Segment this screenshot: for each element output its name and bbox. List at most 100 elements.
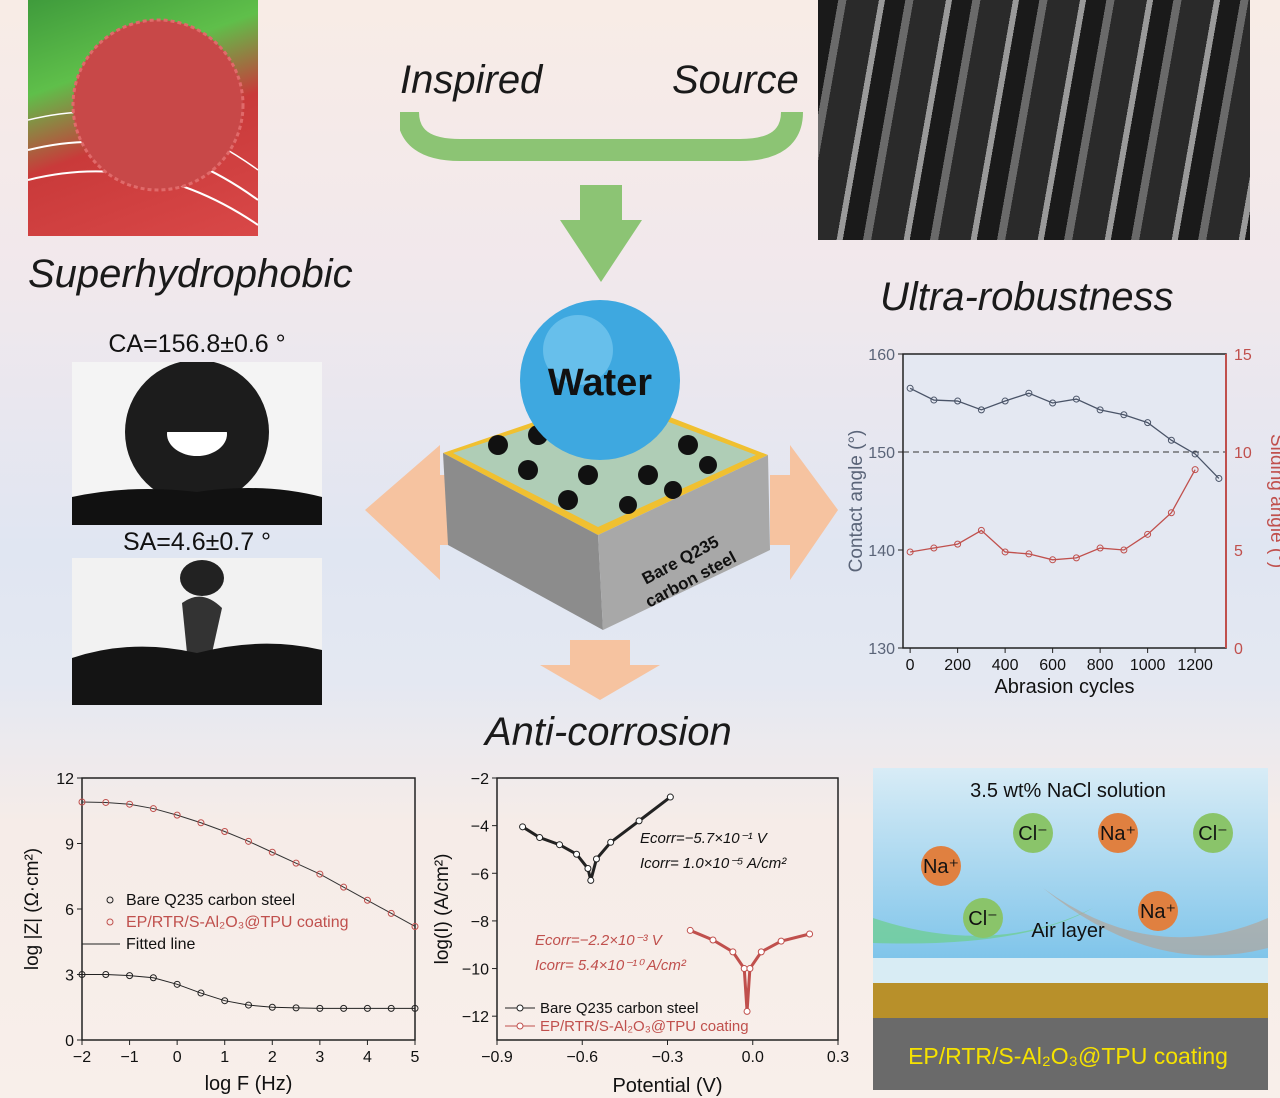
y-tick-label: 3: [65, 968, 74, 985]
y-axis-label: log(I) (A/cm²): [432, 854, 453, 965]
data-point: [1120, 546, 1128, 554]
data-point: [1072, 554, 1080, 562]
data-point: [729, 948, 737, 956]
legend-label: EP/RTR/S-Al₂O₃@TPU coating: [540, 1018, 749, 1035]
data-point: [1096, 406, 1104, 414]
data-point: [746, 965, 754, 973]
data-point: [709, 936, 717, 944]
x-tick-label: 1000: [1130, 657, 1166, 674]
ion-label: Na⁺: [1100, 823, 1136, 845]
data-point: [268, 848, 276, 856]
data-point: [268, 1003, 276, 1011]
data-point: [1167, 436, 1175, 444]
legend-label: Fitted line: [126, 936, 195, 953]
data-point: [607, 838, 615, 846]
data-point: [149, 974, 157, 982]
polarization-curve: [521, 795, 672, 881]
solution-label: 3.5 wt% NaCl solution: [970, 780, 1166, 802]
x-tick-label: 3: [315, 1049, 324, 1066]
data-point: [556, 841, 564, 849]
data-point: [584, 865, 592, 873]
ion-label: Na⁺: [1140, 901, 1176, 923]
data-point: [930, 396, 938, 404]
y-tick-label: 0: [65, 1033, 74, 1050]
data-point: [78, 798, 86, 806]
data-point: [1072, 395, 1080, 403]
data-point: [340, 1004, 348, 1012]
ultra-robustness-label: Ultra-robustness: [880, 275, 1174, 319]
data-point: [363, 1004, 371, 1012]
fitted-line: [81, 801, 416, 927]
x-tick-label: 1200: [1177, 657, 1213, 674]
source-label: Source: [672, 58, 799, 102]
x-tick-label: 1: [220, 1049, 229, 1066]
icorr-annotation: Icorr= 5.4×10⁻¹⁰ A/cm²: [535, 957, 687, 974]
data-point: [102, 798, 110, 806]
y2-tick-label: 10: [1234, 445, 1252, 462]
left-arrow-orange: [365, 445, 460, 580]
data-point: [316, 870, 324, 878]
ecorr-annotation: Ecorr=−2.2×10⁻³ V: [535, 932, 664, 949]
down-arrow-green: [560, 185, 642, 282]
data-point: [292, 859, 300, 867]
sliding-angle-text: SA=4.6±0.7 °: [122, 528, 272, 556]
x-tick-label: 800: [1087, 657, 1114, 674]
data-point: [1001, 397, 1009, 405]
data-point: [740, 965, 748, 973]
data-point: [1191, 466, 1199, 474]
data-point: [173, 980, 181, 988]
y-tick-label: −2: [471, 771, 489, 788]
data-point: [411, 1004, 419, 1012]
y-tick-label: 150: [868, 445, 895, 462]
corrosion-scheme: Cl⁻Na⁺Cl⁻Na⁺Cl⁻Na⁺ 3.5 wt% NaCl solution…: [873, 768, 1268, 1090]
plot-frame: [81, 777, 416, 1041]
series-line-right: [910, 469, 1196, 561]
y-tick-label: −8: [471, 914, 489, 931]
water-label: Water: [548, 362, 652, 404]
data-point: [666, 793, 674, 801]
x-tick-label: 0.0: [742, 1049, 764, 1066]
data-point: [387, 1004, 395, 1012]
data-point: [126, 800, 134, 808]
direction-arrows: [365, 445, 838, 700]
data-point: [316, 1004, 324, 1012]
ion-label: Na⁺: [923, 856, 959, 878]
legend-label: EP/RTR/S-Al₂O₃@TPU coating: [126, 914, 349, 931]
fitted-line: [82, 974, 415, 1009]
y-tick-label: 6: [65, 902, 74, 919]
x-axis-label: log F (Hz): [205, 1073, 293, 1095]
data-point: [1049, 556, 1057, 564]
down-arrow-orange: [540, 640, 660, 700]
data-point: [363, 896, 371, 904]
legend-marker: [516, 1004, 524, 1012]
data-point: [954, 540, 962, 548]
data-point: [340, 883, 348, 891]
x-tick-label: 5: [411, 1049, 420, 1066]
running-track-photo: [28, 0, 258, 236]
data-point: [1120, 411, 1128, 419]
data-point: [102, 971, 110, 978]
x-axis-label: Abrasion cycles: [994, 676, 1134, 698]
x-tick-label: 600: [1039, 657, 1066, 674]
data-point: [126, 972, 134, 980]
y-tick-label: −12: [462, 1009, 489, 1026]
data-point: [1144, 530, 1152, 538]
data-point: [906, 548, 914, 556]
cube-right-face: [598, 455, 770, 630]
icorr-annotation: Icorr= 1.0×10⁻⁵ A/cm²: [640, 855, 787, 872]
data-point: [1167, 509, 1175, 517]
data-point: [977, 406, 985, 414]
data-point: [1001, 548, 1009, 556]
ion-label: Cl⁻: [1018, 823, 1047, 845]
cube-left-face: [443, 453, 603, 630]
legend-marker: [106, 918, 114, 926]
data-point: [592, 855, 600, 863]
x-axis-label: Potential (V): [612, 1075, 722, 1097]
data-point: [536, 834, 544, 842]
data-point: [78, 971, 86, 978]
data-point: [245, 1001, 252, 1009]
contact-angle-text: CA=156.8±0.6 °: [108, 330, 286, 358]
data-point: [757, 948, 765, 956]
